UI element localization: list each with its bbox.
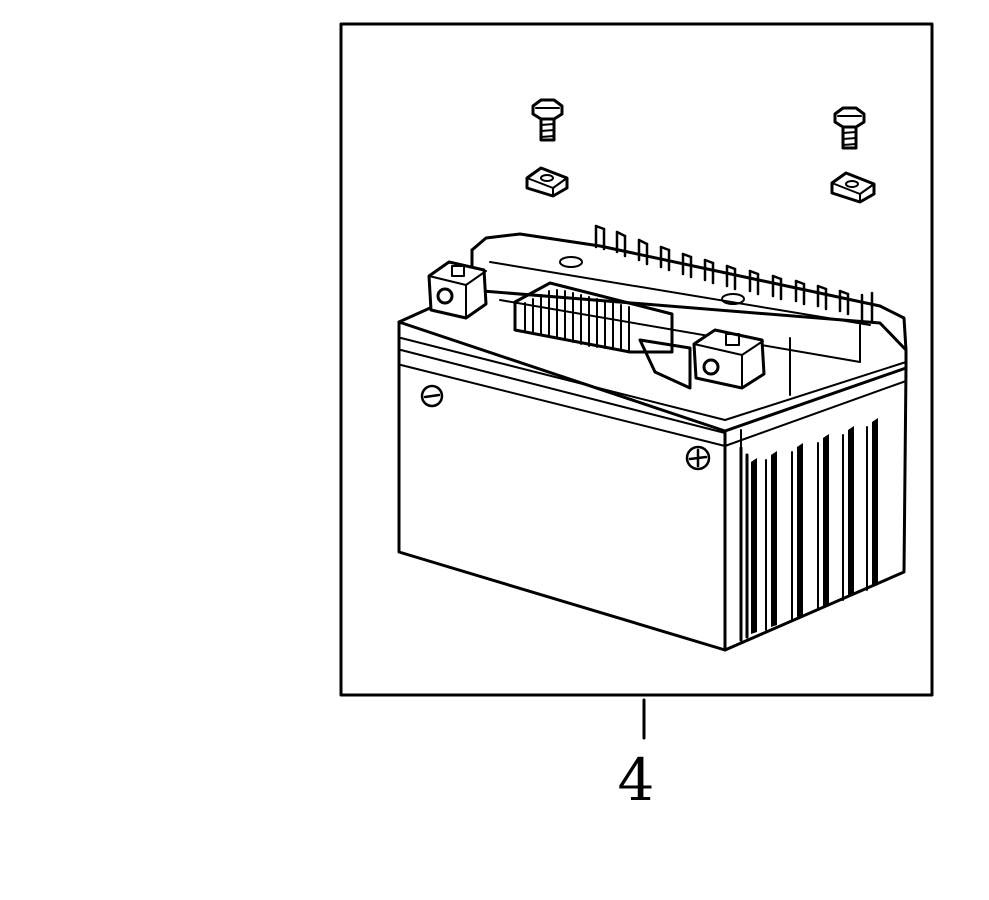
center-grill [513,281,692,390]
battery-icon[interactable] [397,224,908,652]
vent-caps [594,224,874,324]
assembly-frame [339,22,934,697]
negative-mark [420,384,444,408]
nut-icon[interactable] [525,166,569,198]
battery-case-side [723,366,908,652]
nut-icon[interactable] [830,171,876,204]
battery-case-front [397,320,727,652]
positive-mark [685,445,711,471]
callout-label: 4 [618,746,655,814]
side-ribs [739,418,878,642]
bolt-icon[interactable] [833,106,866,150]
terminal-right[interactable] [692,328,766,390]
terminal-left[interactable] [427,260,488,320]
bolt-icon[interactable] [531,98,564,142]
